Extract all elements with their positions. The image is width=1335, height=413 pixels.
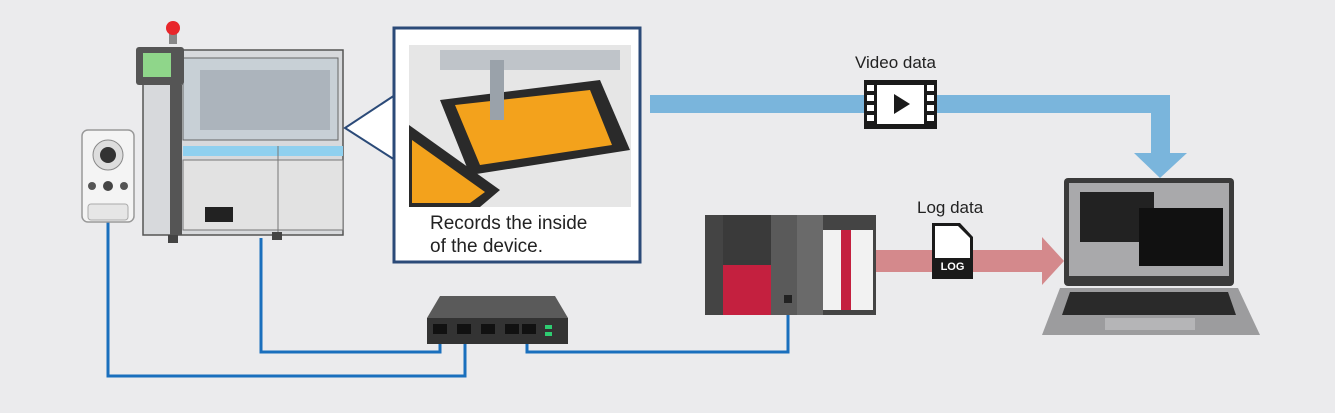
network-switch-icon	[427, 296, 568, 344]
log-icon-text: LOG	[940, 261, 965, 273]
laptop-icon	[1042, 178, 1260, 335]
plc-icon	[705, 215, 876, 315]
video-data-label: Video data	[855, 53, 936, 72]
log-file-icon	[932, 223, 973, 279]
log-data-label: Log data	[917, 198, 984, 217]
machine-interior-image	[409, 45, 631, 207]
camera-cable	[106, 222, 467, 378]
camera-icon	[81, 129, 135, 223]
machine-icon	[136, 21, 344, 243]
callout-line-2: of the device.	[430, 236, 544, 257]
film-play-icon	[864, 80, 937, 129]
callout-caption: Records the inside of the device.	[430, 212, 587, 258]
callout-line-1: Records the inside	[430, 213, 588, 234]
callout-pointer	[343, 93, 396, 162]
